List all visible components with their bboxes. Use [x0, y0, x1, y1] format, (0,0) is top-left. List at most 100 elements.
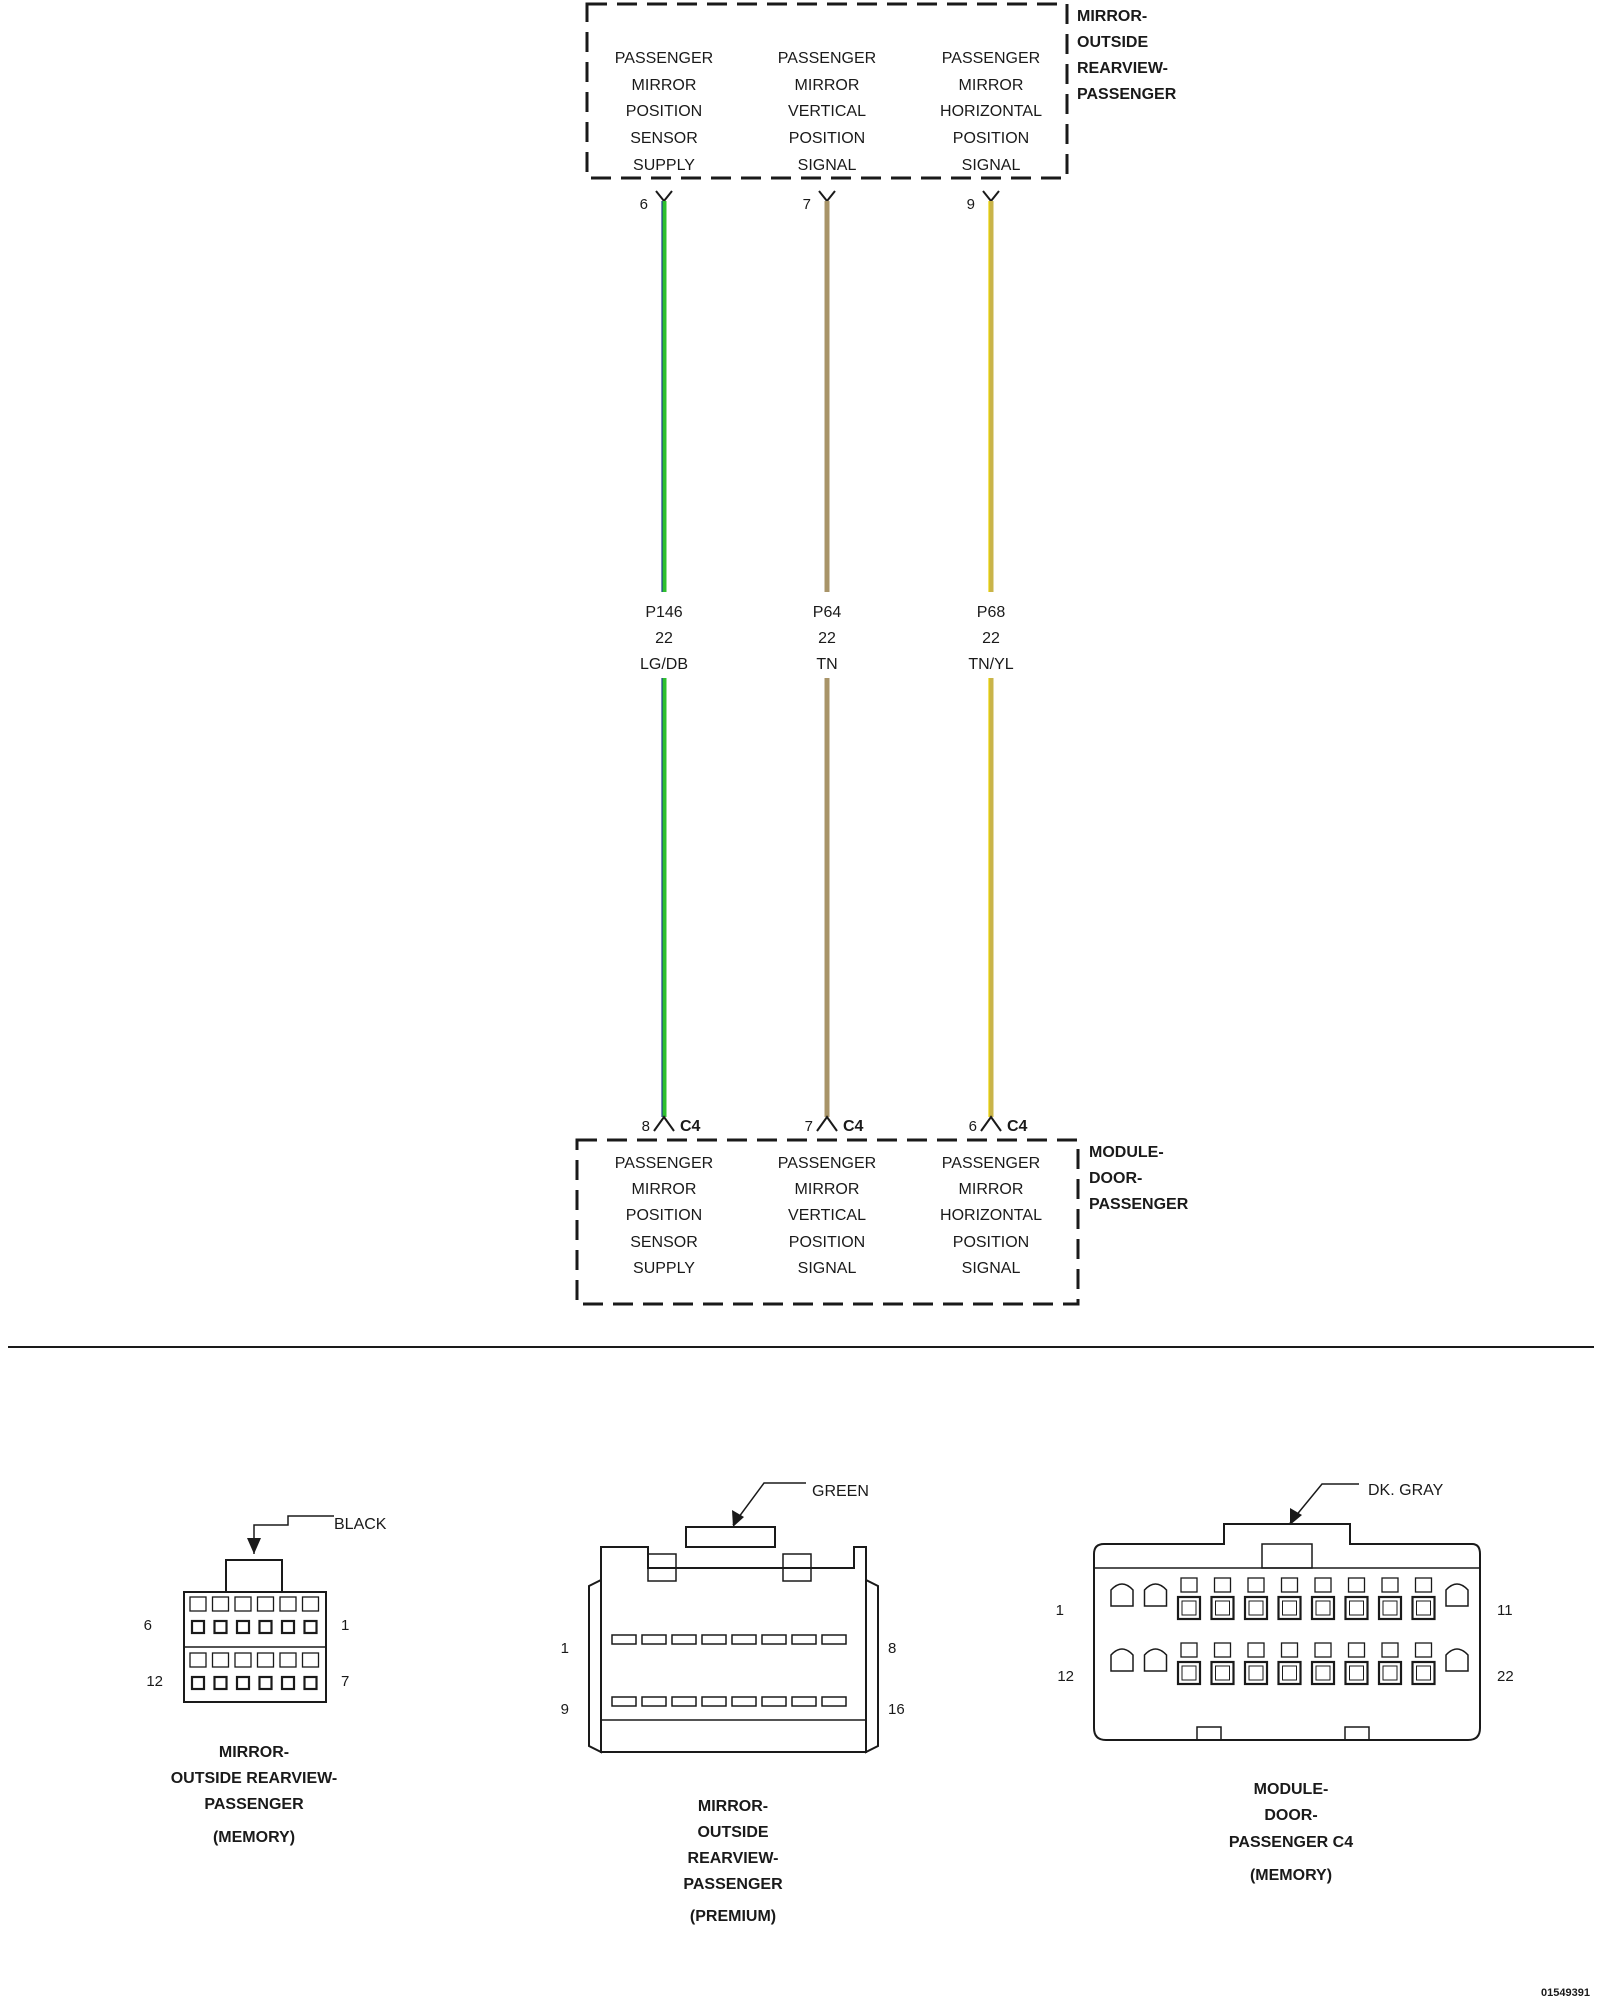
- cavity-inner: [1349, 1665, 1364, 1681]
- top-terminal-2: [818, 190, 836, 203]
- connector-view-module-door-c4: DK. GRAY 1 11 12 22 MODULE- DOOR- PASSEN…: [1056, 1482, 1514, 1884]
- slot: [761, 1634, 787, 1645]
- cavity-latch: [1280, 1577, 1299, 1593]
- cavity-inner: [1416, 1600, 1431, 1616]
- wire-p146: P146 22 LG/DB: [640, 190, 688, 1132]
- top-pin2-line-2: MIRROR: [795, 77, 860, 94]
- bottom-pin2-line-2: MIRROR: [795, 1181, 860, 1198]
- cavity: [1176, 1660, 1202, 1686]
- bottom-connector-3: C4: [1007, 1118, 1028, 1135]
- callout-arrow-3: [1290, 1508, 1302, 1525]
- bottom-terminal-2: [816, 1115, 838, 1132]
- top-pin-number-1: 6: [640, 196, 648, 213]
- bottom-terminal-1: [653, 1115, 675, 1132]
- top-pin1-line-5: SUPPLY: [633, 157, 695, 174]
- cavity-latch: [1314, 1577, 1332, 1593]
- slot: [701, 1634, 727, 1645]
- cavity: [1243, 1660, 1269, 1686]
- top-component-name-2: OUTSIDE: [1077, 34, 1148, 51]
- top-pin3-line-5: SIGNAL: [962, 157, 1021, 174]
- top-component-name-4: PASSENGER: [1077, 86, 1177, 103]
- cv2-name-1: MIRROR-: [698, 1798, 768, 1815]
- cavity-latch: [234, 1596, 252, 1612]
- color-callout-leader-3: [1289, 1483, 1359, 1524]
- cavity-inner: [1181, 1665, 1197, 1681]
- wire-p68-gauge: 22: [982, 630, 1000, 647]
- cavity-small: [1110, 1648, 1134, 1672]
- cavity-latch: [1381, 1642, 1399, 1658]
- cavity-small: [1445, 1648, 1469, 1672]
- cv2-name-4: PASSENGER: [683, 1876, 783, 1893]
- cv1-pin-bottom-left: 12: [146, 1673, 163, 1690]
- cv1-pin-bottom-right: 7: [341, 1673, 349, 1690]
- cv3-pin-top-right: 11: [1497, 1602, 1513, 1619]
- cv3-name-1: MODULE-: [1254, 1781, 1329, 1798]
- cv2-pin-bottom-left: 9: [561, 1701, 569, 1718]
- cavity: [1411, 1660, 1436, 1686]
- cavity: [1210, 1595, 1235, 1621]
- bottom-pin3-line-4: POSITION: [953, 1234, 1029, 1251]
- cavity: [1277, 1660, 1302, 1686]
- slot: [791, 1696, 817, 1707]
- top-pin3-line-3: HORIZONTAL: [940, 103, 1042, 120]
- cavity: [280, 1675, 296, 1691]
- bottom-component-box: [575, 1138, 1080, 1306]
- cv1-name-2: OUTSIDE REARVIEW-: [171, 1770, 338, 1787]
- cavity-latch: [1180, 1642, 1198, 1658]
- bottom-pin1-line-3: POSITION: [626, 1207, 702, 1224]
- cv3-name-2: DOOR-: [1264, 1807, 1317, 1824]
- cavity: [303, 1675, 318, 1691]
- bottom-pin-col-2: PASSENGER MIRROR VERTICAL POSITION SIGNA…: [778, 1155, 876, 1277]
- cv2-variant: (PREMIUM): [690, 1908, 776, 1925]
- connector-rail-right-2: [865, 1578, 879, 1754]
- cavity: [213, 1619, 228, 1635]
- cavity-small: [1143, 1583, 1168, 1607]
- cavity: [235, 1675, 251, 1691]
- top-component-name-1: MIRROR-: [1077, 8, 1147, 25]
- top-terminal-3: [982, 190, 1000, 203]
- cavity: [1411, 1595, 1436, 1621]
- cv1-variant: (MEMORY): [213, 1829, 295, 1846]
- top-component-box: [585, 2, 1069, 180]
- color-callout-leader-1: [253, 1515, 334, 1554]
- cavity-latch: [1247, 1642, 1265, 1658]
- figure-id: 01549391: [1541, 1987, 1590, 1999]
- top-component-name-3: REARVIEW-: [1077, 60, 1168, 77]
- cavity-inner: [1382, 1600, 1398, 1616]
- slot: [611, 1634, 637, 1645]
- top-component: MIRROR- OUTSIDE REARVIEW- PASSENGER PASS…: [585, 2, 1177, 213]
- top-pin-col-1: PASSENGER MIRROR POSITION SENSOR SUPPLY: [615, 50, 713, 174]
- cavity-latch: [1247, 1577, 1265, 1593]
- cavity-latch: [256, 1652, 275, 1668]
- cavity: [1377, 1595, 1403, 1621]
- cavity-inner: [1416, 1665, 1431, 1681]
- top-pin-number-3: 9: [967, 196, 975, 213]
- cavity-latch: [256, 1596, 275, 1612]
- cavity: [1377, 1660, 1403, 1686]
- bottom-pin3-line-1: PASSENGER: [942, 1155, 1040, 1172]
- bottom-pin1-line-4: SENSOR: [630, 1234, 698, 1251]
- cavity-latch: [1414, 1642, 1433, 1658]
- cv1-pin-top-left: 6: [144, 1617, 152, 1634]
- cavity-row-top-3: [1110, 1577, 1469, 1621]
- bottom-pin1-line-5: SUPPLY: [633, 1260, 695, 1277]
- wire-p64-circuit: P64: [813, 604, 842, 621]
- cavity: [303, 1619, 318, 1635]
- cavity: [1277, 1595, 1302, 1621]
- bottom-component-name-1: MODULE-: [1089, 1144, 1164, 1161]
- cavity: [190, 1619, 206, 1635]
- top-pin3-line-2: MIRROR: [959, 77, 1024, 94]
- cv2-pin-top-right: 8: [888, 1640, 896, 1657]
- cavity: [1310, 1595, 1336, 1621]
- bottom-pin3-line-3: HORIZONTAL: [940, 1207, 1042, 1224]
- cavity-row-bottom-1: [189, 1652, 320, 1691]
- slot-row-bottom-2: [611, 1696, 847, 1707]
- connector-key-3: [1261, 1543, 1313, 1569]
- cavity-inner: [1181, 1600, 1197, 1616]
- callout-arrow-2: [732, 1510, 744, 1527]
- cavity-inner: [1282, 1665, 1297, 1681]
- cavity-inner: [1382, 1665, 1398, 1681]
- bottom-connector-2: C4: [843, 1118, 864, 1135]
- cavity: [1344, 1660, 1369, 1686]
